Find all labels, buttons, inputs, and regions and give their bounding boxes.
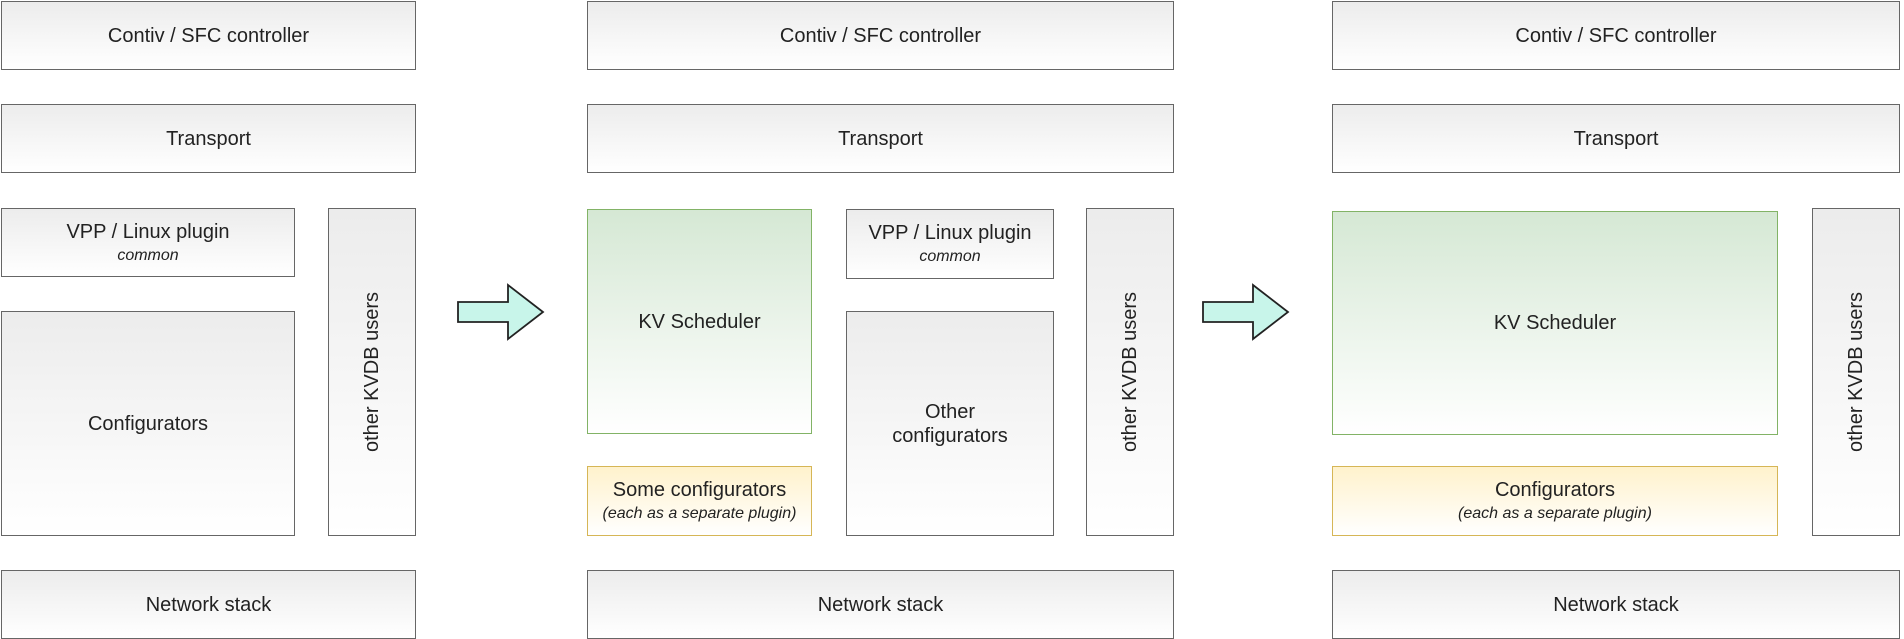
panel2-other-users-label: other KVDB users: [1119, 291, 1142, 453]
panel1-other-users-box: other KVDB users: [328, 208, 416, 536]
panel1-configurators-box: Configurators: [1, 311, 295, 536]
panel3-scheduler-label: KV Scheduler: [1493, 312, 1617, 334]
panel3-controller-box: Contiv / SFC controller: [1332, 1, 1900, 70]
panel2-some-configurators-box: Some configurators (each as a separate p…: [587, 466, 812, 536]
panel2-other-configurators-box: Other configurators: [846, 311, 1054, 536]
panel3-other-users-label: other KVDB users: [1845, 291, 1868, 453]
panel1-transport-label: Transport: [166, 127, 251, 150]
panel1-plugin-subtitle: common: [117, 246, 179, 264]
panel2-transport-box: Transport: [587, 104, 1174, 173]
panel1-controller-box: Contiv / SFC controller: [1, 1, 416, 70]
panel2-other-configurators-label: Other configurators: [892, 400, 1008, 447]
panel1-plugin-title: VPP / Linux plugin: [66, 220, 230, 243]
panel3-network-box: Network stack: [1332, 570, 1900, 639]
panel1-transport-box: Transport: [1, 104, 416, 173]
panel2-other-users-box: other KVDB users: [1086, 208, 1174, 536]
panel3-transport-box: Transport: [1332, 104, 1900, 173]
panel2-network-box: Network stack: [587, 570, 1174, 639]
panel2-controller-label: Contiv / SFC controller: [779, 24, 982, 47]
panel1-network-label: Network stack: [145, 593, 272, 616]
panel1-plugin-box: VPP / Linux plugin common: [1, 208, 295, 277]
panel3-transport-label: Transport: [1573, 127, 1659, 150]
panel3-configurators-subtitle: (each as a separate plugin): [1458, 505, 1652, 522]
transition-arrow-1: [457, 283, 545, 341]
panel3-configurators-title: Configurators: [1494, 479, 1616, 501]
panel2-plugin-title: VPP / Linux plugin: [868, 222, 1032, 244]
panel2-transport-label: Transport: [838, 127, 923, 150]
panel2-plugin-subtitle: common: [919, 248, 981, 265]
panel2-plugin-box: VPP / Linux plugin common: [846, 209, 1054, 279]
panel1-other-users-label: other KVDB users: [361, 291, 384, 453]
panel3-other-users-box: other KVDB users: [1812, 208, 1900, 536]
panel3-controller-label: Contiv / SFC controller: [1515, 24, 1717, 47]
panel2-scheduler-box: KV Scheduler: [587, 209, 812, 434]
panel2-scheduler-label: KV Scheduler: [638, 310, 761, 333]
panel1-network-box: Network stack: [1, 570, 416, 639]
panel3-scheduler-box: KV Scheduler: [1332, 211, 1778, 435]
panel2-controller-box: Contiv / SFC controller: [587, 1, 1174, 70]
panel2-network-label: Network stack: [817, 593, 944, 616]
panel3-network-label: Network stack: [1553, 593, 1679, 616]
panel2-some-configurators-subtitle: (each as a separate plugin): [602, 505, 797, 522]
panel3-configurators-box: Configurators (each as a separate plugin…: [1332, 466, 1778, 536]
transition-arrow-2: [1202, 283, 1290, 341]
panel1-controller-label: Contiv / SFC controller: [107, 24, 310, 47]
panel1-configurators-label: Configurators: [87, 412, 209, 435]
panel2-some-configurators-title: Some configurators: [612, 479, 787, 501]
